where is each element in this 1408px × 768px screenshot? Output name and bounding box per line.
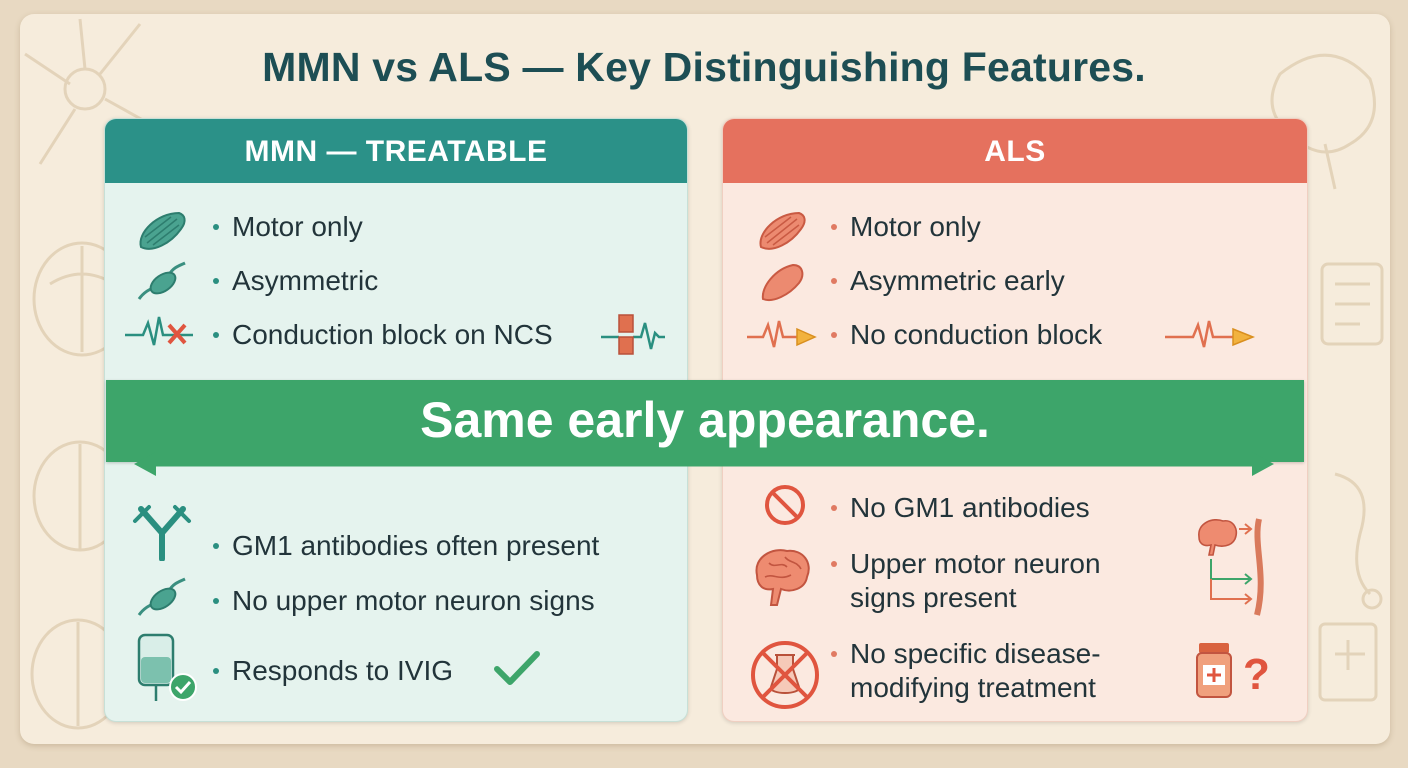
mmn-bottom-item-1: GM1 antibodies often present [213,529,599,563]
bullet [213,598,219,604]
item-text: Upper motor neuron signs present [850,548,1101,613]
mmn-top-item-1: Motor only [213,210,363,244]
mmn-bottom-item-2: No upper motor neuron signs [213,584,595,618]
bullet [831,278,837,284]
item-text: Motor only [232,211,363,242]
item-text: No upper motor neuron signs [232,585,595,616]
mmn-header: MMN — TREATABLE [105,119,687,183]
als-top-item-2: Asymmetric early [831,264,1065,298]
bullet [831,224,837,230]
bullet [831,332,837,338]
mmn-bottom-item-3: Responds to IVIG [213,654,453,688]
double-arrow-icon [134,452,1274,476]
svg-text:?: ? [1243,650,1270,699]
als-bottom-item-1: No GM1 antibodies [831,491,1090,525]
muscle-icon [139,211,186,250]
muscle-icon [759,211,806,250]
item-text: Asymmetric [232,265,379,296]
bullet [213,278,219,284]
medicine-bottle-icon: ? [1196,643,1270,699]
item-text: Conduction block on NCS [232,319,553,350]
bullet [213,224,219,230]
bullet [831,651,837,657]
check-icon [494,651,540,685]
bullet [831,505,837,511]
mmn-top-item-2: Asymmetric [213,264,378,298]
nerve-icon [137,577,186,616]
no-treatment-icon [751,641,819,709]
bullet [213,332,219,338]
brain-icon [755,549,810,606]
als-header: ALS [723,119,1307,183]
item-text: GM1 antibodies often present [232,530,600,561]
als-top-item-1: Motor only [831,210,981,244]
als-top-item-3: No conduction block [831,318,1102,352]
signal-arrow-icon [747,320,817,348]
brain-spine-pathway-icon [1198,518,1264,616]
als-bottom-item-3: No specific disease-modifying treatment [831,637,1170,705]
bullet [831,561,837,567]
item-text: No specific disease-modifying treatment [850,638,1101,703]
conduction-block-icon [601,314,665,355]
nerve-icon [137,261,186,300]
iv-bag-icon [137,633,197,701]
muscle-icon [761,263,804,301]
item-text: Motor only [850,211,981,242]
item-text: No GM1 antibodies [850,492,1090,523]
bullet [213,668,219,674]
prohibited-icon [765,485,805,525]
item-text: Asymmetric early [850,265,1065,296]
item-text: No conduction block [850,319,1103,350]
background-decoration [24,18,1384,730]
signal-arrow-icon [1165,320,1256,348]
item-text: Responds to IVIG [232,655,454,686]
bullet [213,543,219,549]
page-title: MMN vs ALS — Key Distinguishing Features… [262,44,1146,90]
same-appearance-banner: Same early appearance. [106,380,1304,462]
blocked-signal-icon [125,316,193,346]
als-bottom-item-2: Upper motor neuron signs present [831,547,1160,615]
antibody-icon [133,505,191,561]
mmn-top-item-3: Conduction block on NCS [213,318,553,352]
